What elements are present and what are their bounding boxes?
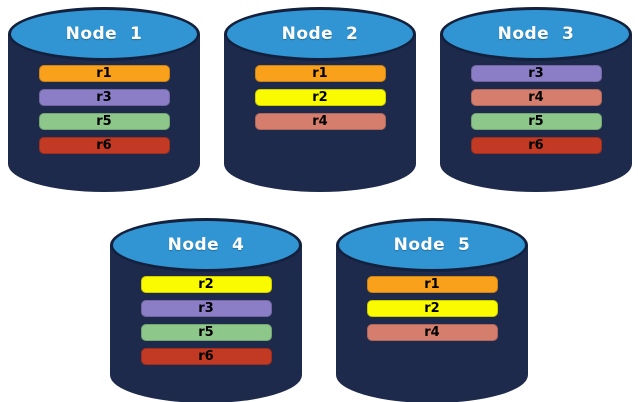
replica-bar-r4: r4 bbox=[254, 113, 386, 130]
node-5-cylinder-top: Node 5 bbox=[336, 218, 528, 272]
replica-bar-r5: r5 bbox=[140, 324, 272, 341]
replica-bar-r6: r6 bbox=[140, 348, 272, 365]
node-2-replica-list: r1 r2 r4 bbox=[224, 65, 416, 130]
node-1-cylinder: Node 1 r1 r3 r5 r6 bbox=[8, 7, 200, 192]
replica-bar-r3: r3 bbox=[38, 89, 170, 106]
node-5-cylinder: Node 5 r1 r2 r4 bbox=[336, 218, 528, 402]
replica-bar-r1: r1 bbox=[38, 65, 170, 82]
replica-bar-r5: r5 bbox=[470, 113, 602, 130]
node-1-replica-list: r1 r3 r5 r6 bbox=[8, 65, 200, 154]
node-4-label: Node 4 bbox=[167, 235, 245, 255]
replica-bar-r3: r3 bbox=[470, 65, 602, 82]
node-2-label: Node 2 bbox=[281, 24, 359, 44]
node-3-cylinder: Node 3 r3 r4 r5 r6 bbox=[440, 7, 632, 192]
node-4-replica-list: r2 r3 r5 r6 bbox=[110, 276, 302, 365]
replica-bar-r2: r2 bbox=[366, 300, 498, 317]
node-1-label: Node 1 bbox=[65, 24, 143, 44]
node-3-replica-list: r3 r4 r5 r6 bbox=[440, 65, 632, 154]
replica-bar-r4: r4 bbox=[470, 89, 602, 106]
node-5-replica-list: r1 r2 r4 bbox=[336, 276, 528, 341]
node-3-cylinder-top: Node 3 bbox=[440, 7, 632, 61]
replica-bar-r6: r6 bbox=[38, 137, 170, 154]
replica-bar-r3: r3 bbox=[140, 300, 272, 317]
replica-bar-r2: r2 bbox=[254, 89, 386, 106]
replica-bar-r6: r6 bbox=[470, 137, 602, 154]
node-4-cylinder-top: Node 4 bbox=[110, 218, 302, 272]
replica-bar-r1: r1 bbox=[254, 65, 386, 82]
node-4-cylinder: Node 4 r2 r3 r5 r6 bbox=[110, 218, 302, 402]
replica-bar-r4: r4 bbox=[366, 324, 498, 341]
node-2-cylinder-top: Node 2 bbox=[224, 7, 416, 61]
node-3-label: Node 3 bbox=[497, 24, 575, 44]
replica-bar-r1: r1 bbox=[366, 276, 498, 293]
node-5-label: Node 5 bbox=[393, 235, 471, 255]
node-1-cylinder-top: Node 1 bbox=[8, 7, 200, 61]
replica-bar-r5: r5 bbox=[38, 113, 170, 130]
replica-bar-r2: r2 bbox=[140, 276, 272, 293]
node-2-cylinder: Node 2 r1 r2 r4 bbox=[224, 7, 416, 192]
node-row-bottom: Node 4 r2 r3 r5 r6 Node 5 r1 r2 r4 bbox=[0, 218, 638, 402]
